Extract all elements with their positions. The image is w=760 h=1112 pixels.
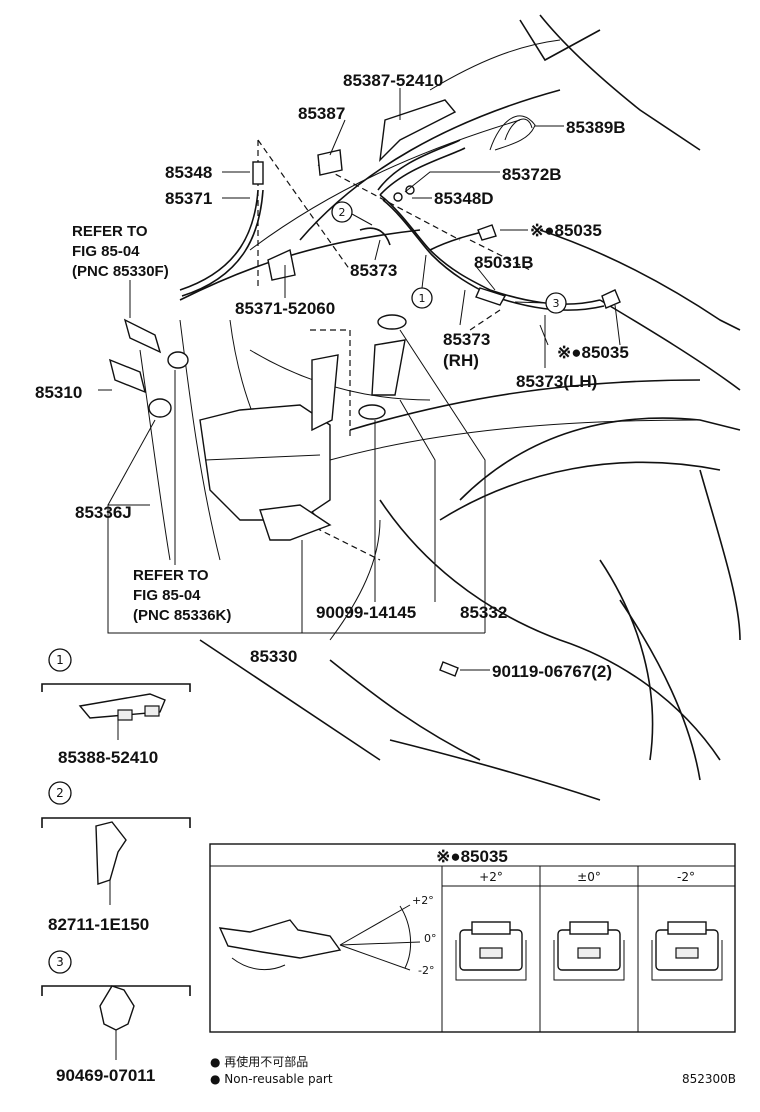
angle-plus-label: +2°	[412, 894, 434, 907]
label-85348D: 85348D	[434, 189, 494, 208]
label-90469-07011: 90469-07011	[56, 1066, 155, 1085]
label-85310: 85310	[35, 383, 82, 402]
label-85031B: 85031B	[474, 253, 534, 272]
refer-note-2-line2: FIG 85-04	[133, 587, 201, 604]
clip-85388-part	[78, 693, 166, 719]
label-85035-top: ※●85035	[530, 221, 602, 240]
label-85371-52060: 85371-52060	[235, 299, 335, 318]
svg-text:2: 2	[339, 206, 346, 219]
svg-text:1: 1	[56, 653, 64, 667]
label-85387: 85387	[298, 104, 345, 123]
parts	[108, 99, 621, 677]
joint-b-part	[475, 287, 507, 306]
detail-2: 2 82711-1E150	[41, 781, 191, 934]
seal-ring-part	[358, 404, 386, 420]
cowl-cover-part	[379, 99, 457, 162]
label-90119-06767: 90119-06767(2)	[492, 662, 612, 681]
refer-note-1-line2: FIG 85-04	[72, 243, 140, 260]
joint-part	[393, 192, 403, 202]
label-90099-14145: 90099-14145	[316, 603, 416, 622]
label-85035-right: ※●85035	[557, 343, 629, 362]
inlet-part	[371, 339, 406, 396]
grommet-j-part	[148, 398, 172, 418]
label-85371: 85371	[165, 189, 212, 208]
nozzle-front-minus2	[651, 921, 723, 981]
label-85336J: 85336J	[75, 503, 132, 522]
label-85387-52410: 85387-52410	[343, 71, 443, 90]
label-85389B: 85389B	[566, 118, 626, 137]
refer-note-2-line3: (PNC 85336K)	[133, 607, 231, 624]
nozzle-right-part	[601, 289, 621, 309]
legend-line-jp: ● 再使用不可部品	[210, 1054, 308, 1069]
angle-minus-label: -2°	[418, 964, 434, 977]
legend: ● 再使用不可部品 ● Non-reusable part	[210, 1054, 333, 1086]
inlet-cap-part	[377, 314, 407, 330]
bolt-part	[439, 661, 459, 677]
dashed-guides	[257, 139, 531, 561]
label-85388-52410: 85388-52410	[58, 748, 158, 767]
label-85332: 85332	[460, 603, 507, 622]
washer-tank-part	[199, 404, 331, 521]
bracket-part	[267, 248, 296, 281]
inset-col-zero: ±0°	[577, 870, 601, 884]
clamp-part	[317, 149, 343, 176]
refer-note-1-line3: (PNC 85330F)	[72, 263, 169, 280]
label-85373-rh: 85373	[443, 330, 490, 349]
nozzle-front-zero	[553, 921, 625, 981]
clip-90469-part	[99, 985, 135, 1031]
refer-note-2-line1: REFER TO	[133, 567, 209, 584]
label-85330: 85330	[250, 647, 297, 666]
nozzle-top-part	[477, 224, 497, 241]
pump-part	[108, 358, 147, 394]
coil-part	[489, 115, 536, 151]
detail-3: 3 90469-07011	[41, 950, 191, 1085]
pump-ref-part	[123, 318, 162, 354]
refer-note-1-line1: REFER TO	[72, 223, 148, 240]
label-85373-mid: 85373	[350, 261, 397, 280]
svg-text:3: 3	[553, 297, 560, 310]
fitting-part	[252, 161, 264, 185]
part-labels: 85387-52410 85387 85389B 85348 85372B 85…	[35, 71, 629, 681]
svg-text:1: 1	[419, 292, 426, 305]
label-85372B: 85372B	[502, 165, 562, 184]
leader-lines	[98, 88, 621, 671]
detail-1: 1 85388-52410	[41, 648, 191, 767]
label-85373-rh-suffix: (RH)	[443, 351, 479, 370]
label-85348: 85348	[165, 163, 212, 182]
angle-zero-label: 0°	[424, 932, 437, 945]
nozzle-adjustment-inset: ※●85035 +2° ±0° -2° +2° 0° -2°	[209, 843, 736, 1033]
inset-col-minus2: -2°	[677, 870, 695, 884]
figure-code: 852300B	[682, 1072, 736, 1086]
label-82711-1E150: 82711-1E150	[48, 915, 149, 934]
svg-text:2: 2	[56, 786, 64, 800]
callout-circles-main: 2 1 3	[331, 201, 567, 314]
label-85373-lh: 85373(LH)	[516, 372, 597, 391]
svg-text:3: 3	[56, 955, 64, 969]
grommet-part	[167, 351, 189, 369]
inset-col-plus2: +2°	[479, 870, 503, 884]
legend-line-en: ● Non-reusable part	[210, 1072, 333, 1086]
filler-neck-part	[311, 354, 339, 432]
clip-82711-part	[95, 821, 127, 885]
nozzle-side-view	[218, 919, 342, 959]
nozzle-front-plus2	[455, 921, 527, 981]
inset-title: ※●85035	[436, 847, 508, 866]
vehicle-body-outline	[139, 14, 741, 801]
